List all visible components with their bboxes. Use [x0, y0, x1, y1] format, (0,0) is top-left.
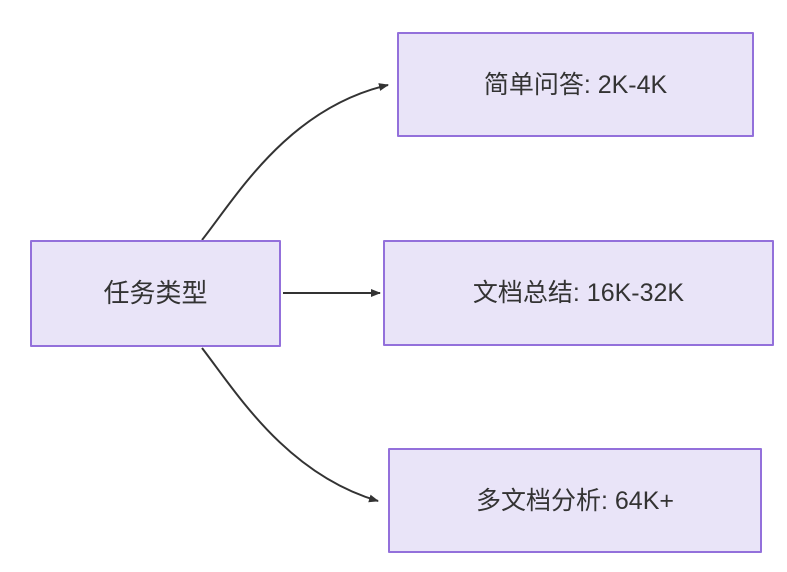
node-simple-qa-label: 简单问答: 2K-4K	[483, 70, 668, 99]
edge-root-to-leaf-2	[201, 347, 379, 503]
node-multi-document-analysis[interactable]: 多文档分析: 64K+	[388, 448, 762, 553]
node-root-task-type[interactable]: 任务类型	[30, 240, 281, 347]
node-document-summary-label: 文档总结: 16K-32K	[472, 279, 685, 307]
node-root-label: 任务类型	[103, 277, 208, 308]
node-simple-qa[interactable]: 简单问答: 2K-4K	[397, 32, 754, 137]
edge-root-to-leaf-0	[201, 83, 389, 241]
node-multi-document-analysis-label: 多文档分析: 64K+	[476, 486, 674, 515]
node-document-summary[interactable]: 文档总结: 16K-32K	[383, 240, 774, 346]
